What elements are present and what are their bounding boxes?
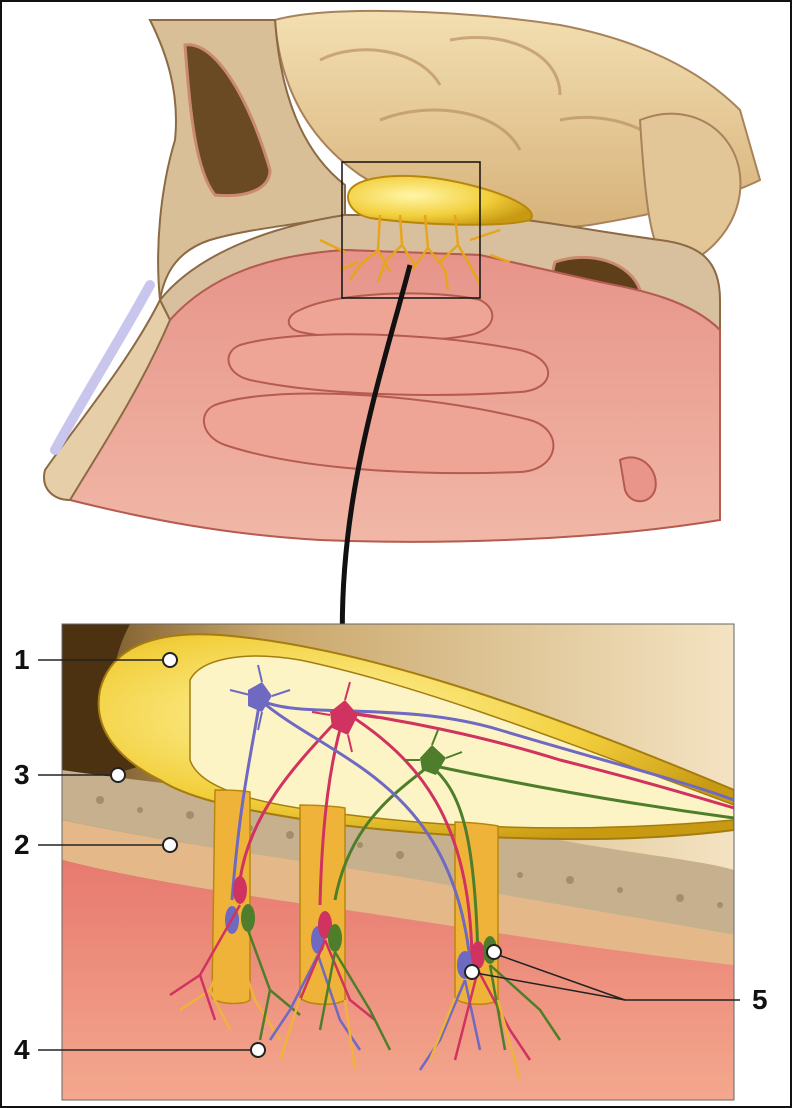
label-1: 1 bbox=[14, 646, 30, 674]
marker-4 bbox=[251, 1043, 265, 1057]
marker-3 bbox=[111, 768, 125, 782]
label-3: 3 bbox=[14, 761, 30, 789]
marker-1 bbox=[163, 653, 177, 667]
detail-panel bbox=[62, 624, 734, 1100]
label-4: 4 bbox=[14, 1036, 30, 1064]
label-5: 5 bbox=[752, 986, 768, 1014]
marker-5b bbox=[465, 965, 479, 979]
label-2: 2 bbox=[14, 831, 30, 859]
sagittal-section bbox=[44, 11, 760, 542]
marker-5a bbox=[487, 945, 501, 959]
marker-2 bbox=[163, 838, 177, 852]
